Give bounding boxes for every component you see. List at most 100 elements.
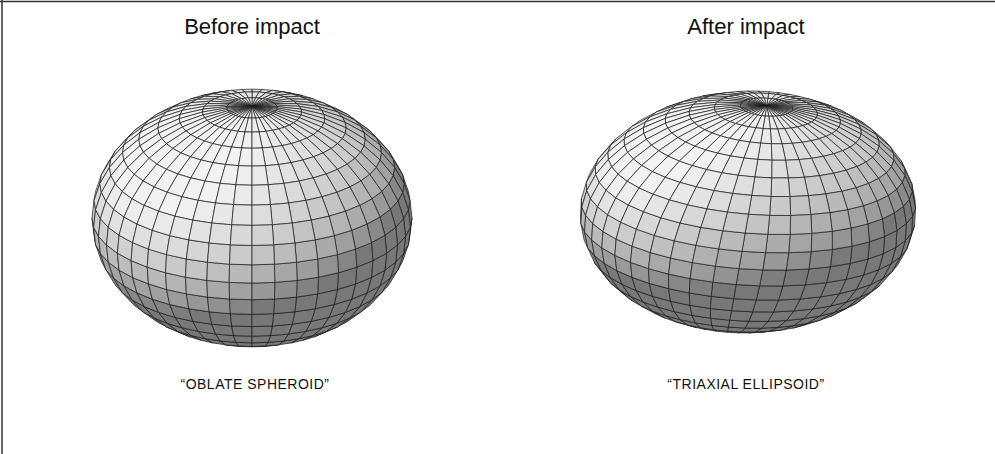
mesh-facet (252, 166, 268, 186)
mesh-facet (268, 183, 288, 204)
mesh-facet (758, 106, 767, 116)
mesh-facet (274, 262, 297, 282)
mesh-facet (713, 266, 739, 284)
mesh-facet (756, 286, 783, 300)
mesh-facet (209, 223, 232, 245)
mesh-facet (207, 262, 230, 282)
mesh-facet (220, 165, 238, 185)
mesh-facet (252, 118, 259, 132)
mesh-facet (740, 104, 766, 106)
mesh-facet (252, 282, 275, 299)
mesh-facet (786, 252, 811, 270)
mesh-facet (252, 336, 270, 343)
mesh-facet (252, 148, 265, 166)
mesh-facet (736, 269, 763, 286)
mesh-facet (730, 140, 749, 158)
mesh-facet (760, 270, 787, 286)
mesh-facet (772, 160, 789, 178)
mesh-facet (186, 240, 209, 262)
mesh-facet (230, 314, 252, 327)
panel-title: Before impact (184, 14, 320, 40)
mesh-facet (292, 220, 315, 243)
mesh-facet (715, 249, 742, 269)
frame-line (1, 0, 3, 454)
mesh-facet (273, 101, 297, 104)
mesh-facet (212, 203, 234, 225)
mesh-facet (771, 144, 785, 161)
mesh-facet (696, 227, 723, 249)
mesh-facet (239, 148, 252, 166)
shape-caption: “OBLATE SPHEROID” (180, 376, 329, 392)
mesh-facet (739, 251, 766, 270)
mesh-facet (229, 264, 252, 283)
mesh-facet (790, 215, 812, 235)
mesh-facet (229, 282, 252, 299)
triaxial-ellipsoid-mesh (581, 91, 916, 333)
mesh-facet (768, 94, 776, 99)
mesh-facet (248, 107, 252, 119)
mesh-facet (207, 297, 230, 314)
mesh-facet (771, 178, 790, 197)
mesh-facet (234, 336, 252, 343)
mesh-facet (252, 314, 274, 327)
mesh-facet (274, 280, 297, 299)
mesh-facet (252, 299, 274, 314)
mesh-facet (252, 107, 256, 119)
frame-line (0, 1, 995, 3)
mesh-facet (252, 132, 262, 148)
mesh-facet (730, 311, 753, 322)
mesh-facet (783, 269, 809, 286)
mesh-facet (242, 107, 252, 118)
mesh-facet (734, 285, 760, 300)
mesh-facet (234, 185, 252, 205)
mesh-facet (742, 233, 768, 253)
mesh-facet (714, 173, 738, 194)
mesh-facet (707, 191, 733, 213)
mesh-facet (252, 107, 262, 118)
mesh-facet (252, 107, 259, 118)
mesh-facet (748, 195, 771, 215)
mesh-facet (766, 234, 791, 252)
mesh-facet (790, 196, 811, 216)
mesh-facet (788, 177, 808, 196)
mesh-facet (749, 312, 774, 322)
mesh-facet (274, 243, 297, 264)
mesh-facet (719, 231, 746, 252)
mesh-facet (245, 118, 252, 132)
mesh-facet (252, 326, 272, 336)
mesh-facet (242, 132, 252, 148)
oblate-spheroid-mesh (92, 89, 412, 347)
mesh-facet (753, 300, 779, 312)
mesh-facet (245, 107, 252, 118)
mesh-facet (701, 209, 728, 231)
panel-title: After impact (687, 14, 804, 40)
mesh-facet (811, 231, 832, 251)
mesh-facet (238, 107, 252, 118)
mesh-facet (186, 259, 208, 280)
mesh-facet (741, 103, 767, 106)
mesh-facet (754, 106, 766, 115)
mesh-facet (207, 101, 231, 104)
mesh-facet (252, 205, 272, 226)
mesh-facet (252, 245, 274, 265)
mesh-facet (768, 215, 791, 234)
mesh-facet (252, 264, 275, 283)
mesh-facet (722, 156, 744, 175)
mesh-facet (739, 127, 755, 142)
mesh-facet (770, 129, 782, 144)
mesh-facet (770, 196, 791, 215)
mesh-facet (786, 160, 805, 178)
mesh-facet (216, 183, 236, 204)
mesh-facet (236, 166, 252, 186)
mesh-facet (232, 326, 252, 336)
mesh-facet (228, 104, 252, 107)
mesh-facet (189, 220, 212, 243)
mesh-facet (207, 243, 230, 264)
mesh-facet (297, 259, 319, 280)
mesh-facet (809, 249, 832, 269)
mesh-facet (270, 203, 292, 225)
mesh-facet (272, 312, 295, 326)
mesh-facet (295, 240, 318, 262)
mesh-facet (230, 245, 252, 265)
